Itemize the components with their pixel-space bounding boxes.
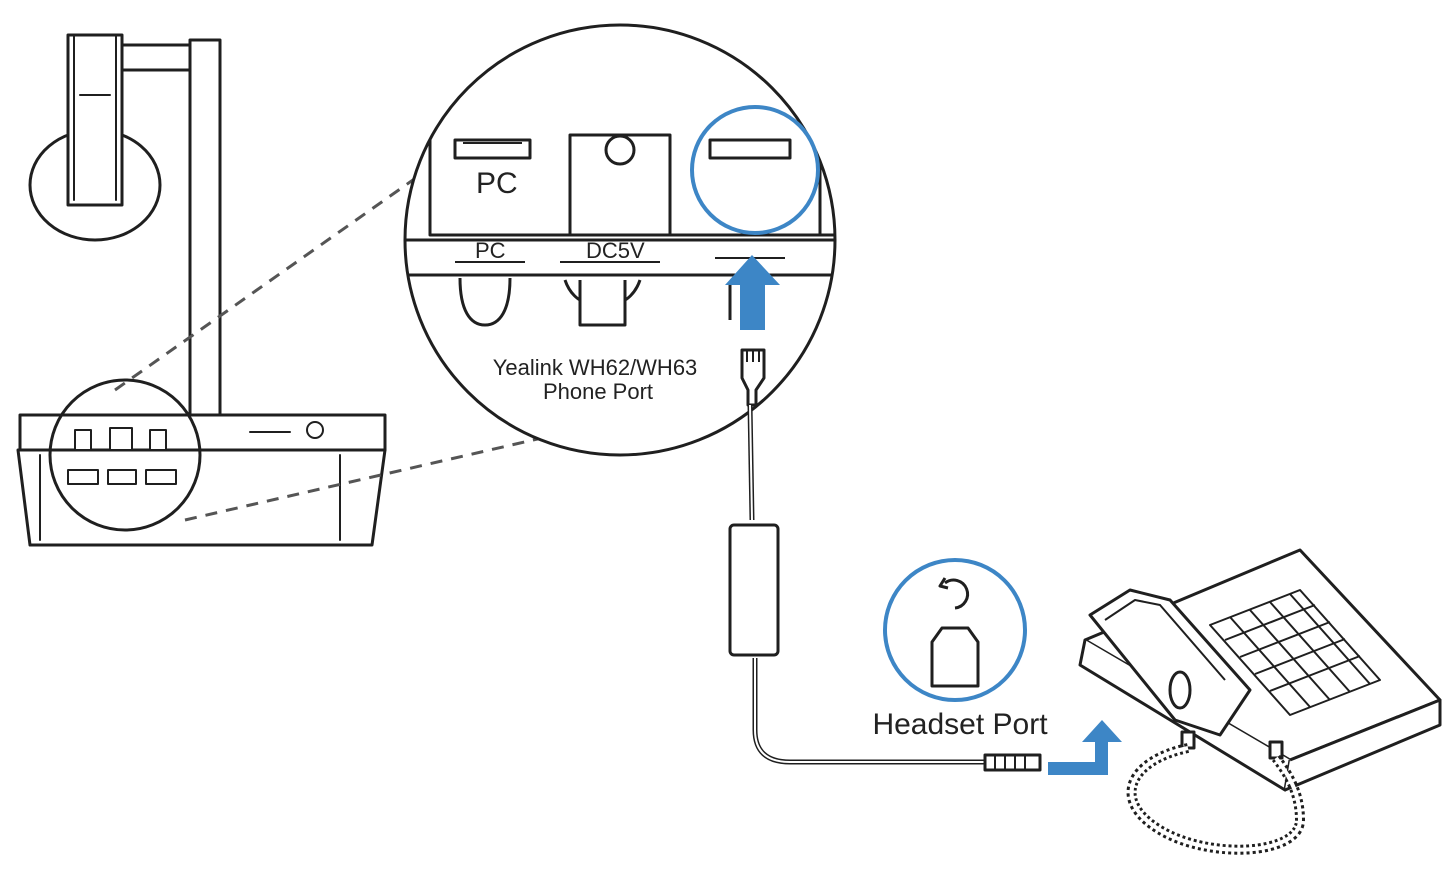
handset-jack-icon [930,577,980,688]
headset-port-highlight-ring [883,558,1027,702]
headset-stand-pole [188,38,222,422]
phone-port-upper [708,138,792,160]
dc5v-port-label: DC5V [586,238,645,263]
pc-cable-clip [458,277,512,327]
base-zoom-circle [48,378,202,532]
pc-port-upper [453,138,532,160]
base-body [16,448,387,547]
pc-port-label-small: PC [475,238,506,263]
headset-port-icon-group: Headset Port [872,558,1048,741]
desk-phone-keypad [1209,589,1381,716]
desk-phone [1078,548,1442,855]
desk-phone-handset [1088,588,1252,737]
connection-cable [728,348,1042,772]
headset-port-label: Headset Port [872,708,1048,741]
base-logo-icon [249,421,324,439]
dc5v-socket-housing [568,133,672,237]
headset-headband [66,33,124,207]
arrow-up-icon [725,255,780,330]
base-ports [67,427,177,485]
phone-port-highlight-ring [690,105,820,235]
zoom-dashed-lines [114,173,556,522]
zoomed-port-panel: PC PC DC5V Yealink WH62/WH63 Phone Port [403,23,837,457]
phone-port-label-line2: Phone Port [543,379,653,404]
zoom-circle-outline [403,23,837,457]
inline-adapter-box [728,523,780,657]
pc-port-label-large: PC [476,167,518,200]
cable-plug-right [983,753,1042,772]
phone-port-label-line1: Yealink WH62/WH63 [493,355,698,380]
headset-base-station [16,33,387,547]
arrow-right-icon [1048,720,1122,775]
cable-plug-top [740,348,766,407]
dc5v-cable-clip [578,280,627,327]
